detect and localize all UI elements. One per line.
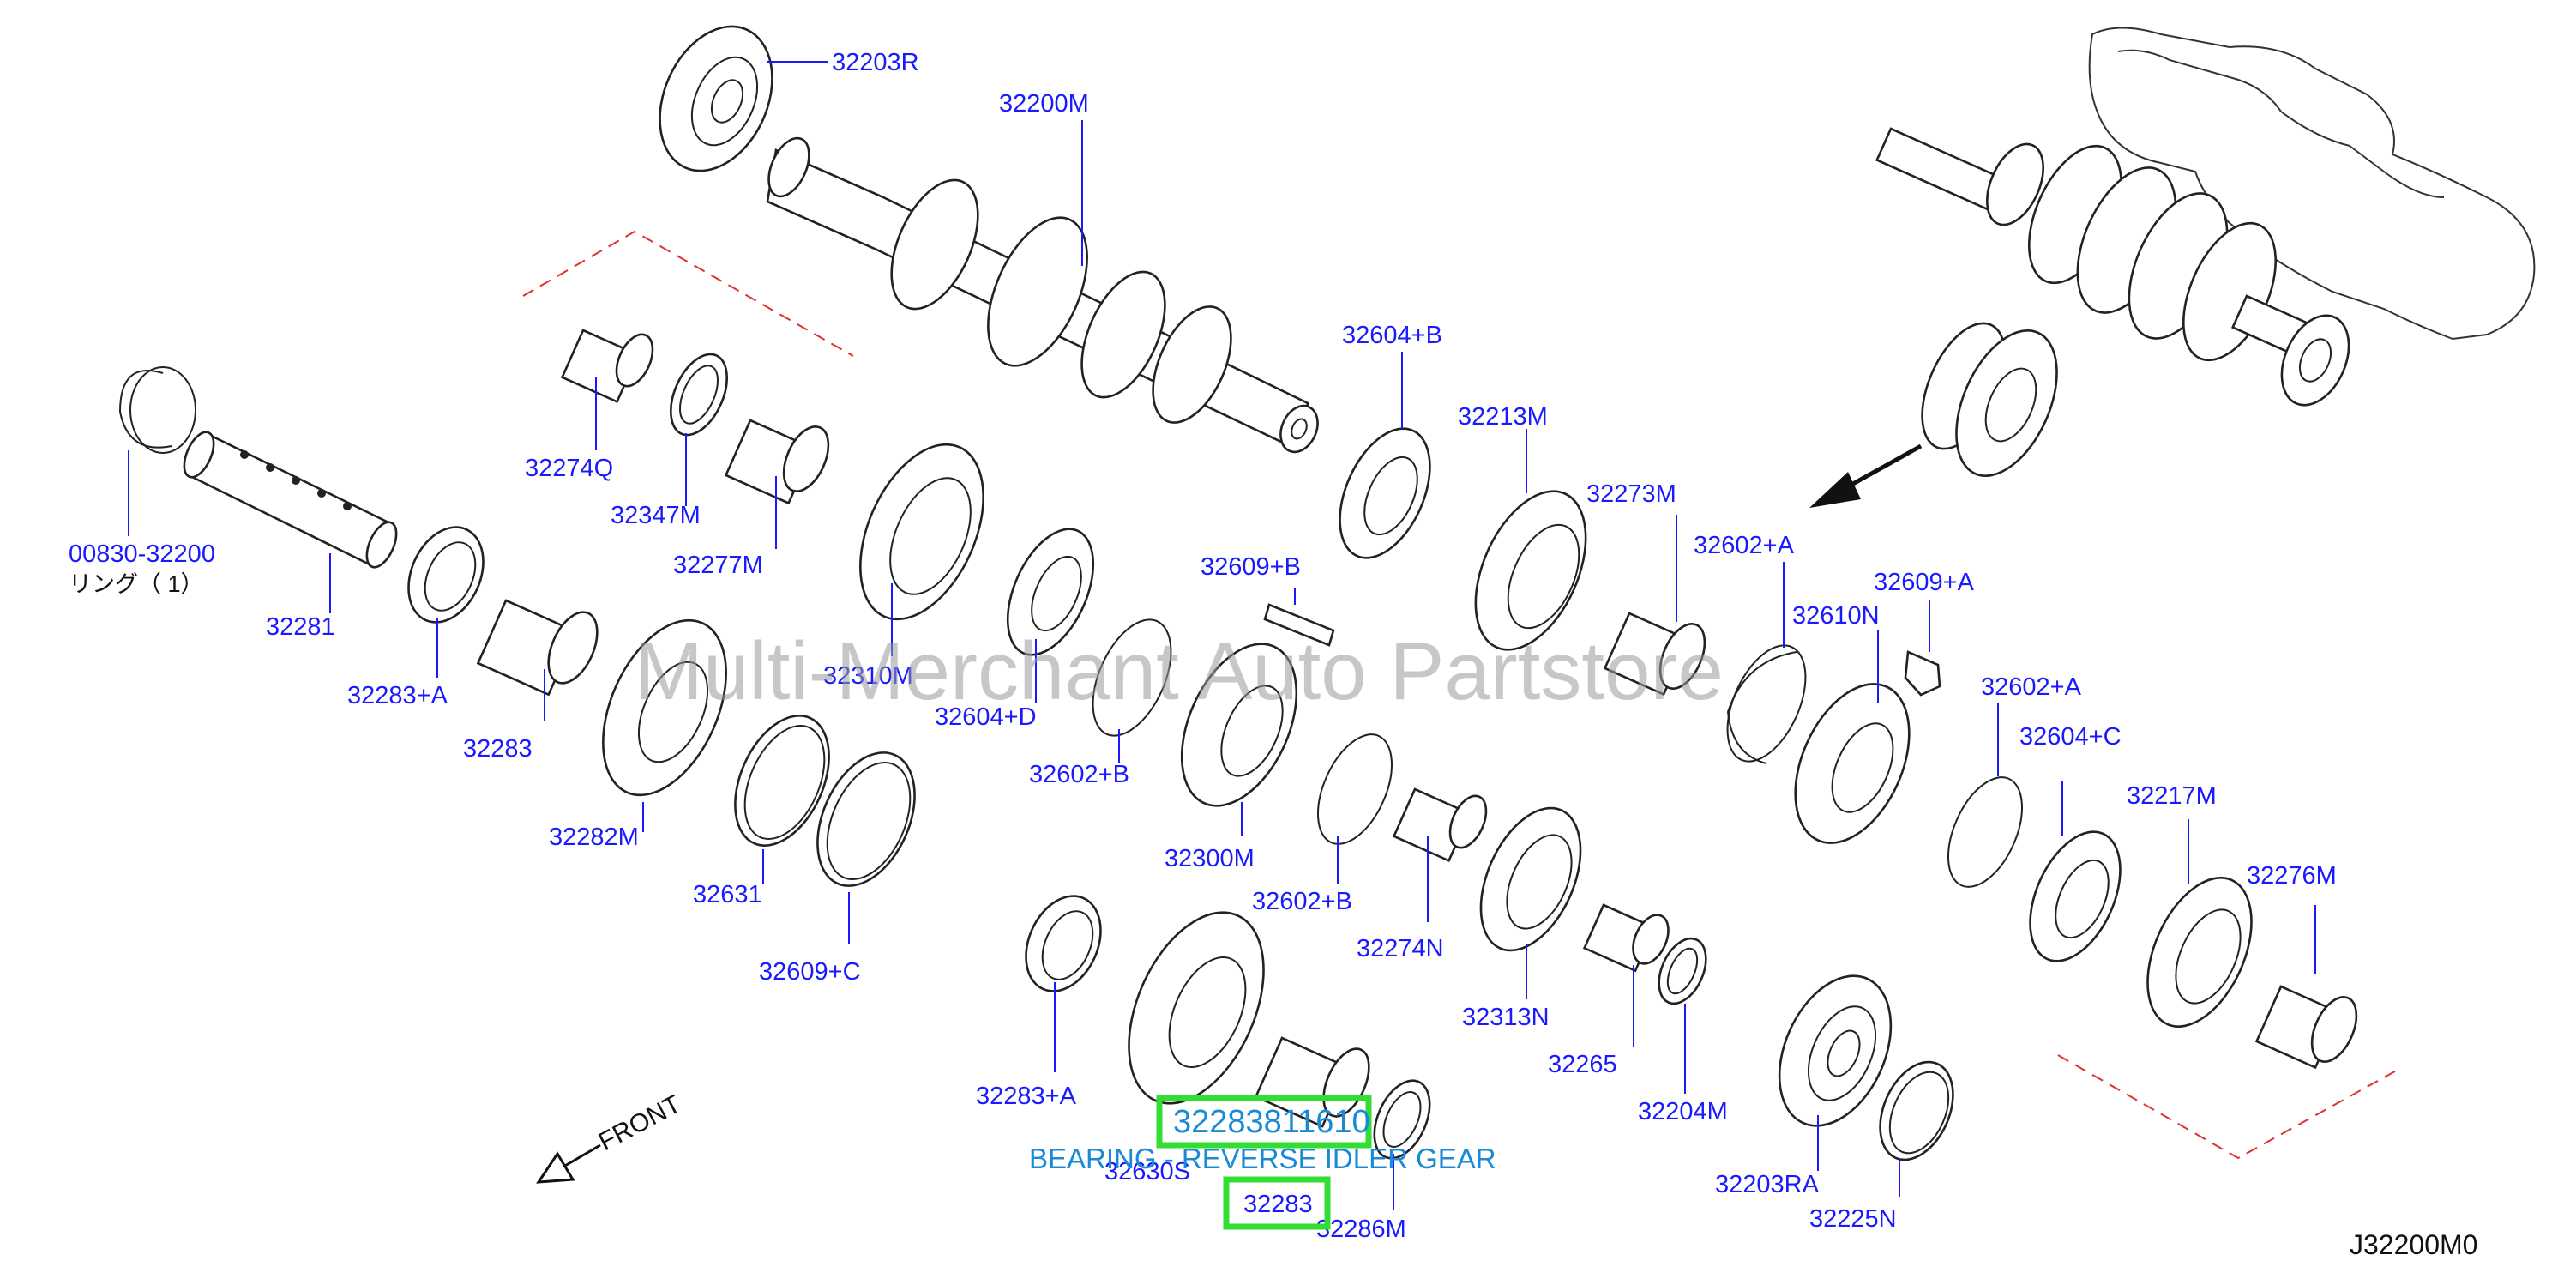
- label-32283-1[interactable]: 32283: [463, 735, 533, 763]
- washer-32286M: [1373, 1079, 1431, 1160]
- gear-32610N: [1794, 683, 1911, 844]
- gear-32300M: [1180, 643, 1298, 807]
- label-32313N[interactable]: 32313N: [1462, 1004, 1550, 1031]
- main-shaft-32200M: [766, 136, 1319, 454]
- snap-ring-32602+B-lower: [1317, 733, 1393, 845]
- label-32204M[interactable]: 32204M: [1638, 1098, 1728, 1125]
- leader-lines: [128, 61, 2316, 1210]
- label-32286M[interactable]: 32286M: [1316, 1216, 1406, 1243]
- label-32609+C[interactable]: 32609+C: [759, 958, 861, 986]
- washer-32347M: [670, 353, 728, 437]
- label-32225N[interactable]: 32225N: [1809, 1205, 1897, 1233]
- diagram-code: J32200M0: [2350, 1229, 2477, 1260]
- ring-32609+C: [816, 751, 916, 887]
- label-32609+B[interactable]: 32609+B: [1201, 553, 1301, 581]
- hub-32604+C: [2029, 830, 2122, 962]
- seal-32283+A-lower: [1025, 895, 1102, 992]
- label-32217M[interactable]: 32217M: [2127, 782, 2217, 810]
- gear-32217M: [2146, 877, 2253, 1028]
- label-32604+D[interactable]: 32604+D: [935, 703, 1037, 731]
- dashed-frame-bottom-right: [2057, 1054, 2402, 1160]
- key-32609+B: [1263, 603, 1335, 647]
- label-32300M[interactable]: 32300M: [1165, 845, 1255, 872]
- label-32347M[interactable]: 32347M: [611, 502, 701, 529]
- label-32609+A[interactable]: 32609+A: [1874, 569, 1975, 596]
- idler-gear-cluster-view: [1921, 322, 2058, 477]
- needle-bearing-32283-top: [476, 599, 599, 697]
- gear-32213M: [1474, 490, 1587, 651]
- bearing-32203RA: [1778, 974, 1893, 1127]
- label-32602+B-2[interactable]: 32602+B: [1252, 888, 1352, 915]
- hub-32604+B: [1339, 427, 1431, 559]
- label-32610N[interactable]: 32610N: [1792, 602, 1880, 630]
- sleeve-32313N: [1479, 806, 1582, 952]
- snap-ring-00830-32200: [118, 366, 196, 454]
- label-32273M[interactable]: 32273M: [1586, 480, 1676, 508]
- dashed-frame-top-left: [522, 230, 854, 357]
- highlighted-part[interactable]: 32283811610 BEARING - REVERSE IDLER GEAR…: [1029, 1095, 1496, 1230]
- shaft-32281: [183, 431, 398, 569]
- label-00830-32200[interactable]: 00830-32200: [69, 540, 215, 568]
- front-label: FRONT: [594, 1090, 686, 1157]
- gear-32310M: [859, 443, 984, 621]
- ring-label: リング（ 1）: [69, 571, 204, 597]
- snap-ring-32602+A-lower: [1947, 776, 2023, 888]
- label-32604+B[interactable]: 32604+B: [1342, 322, 1442, 349]
- watermark: Multi-Merchant Auto Partstore: [635, 625, 1724, 717]
- label-32283+A-2[interactable]: 32283+A: [976, 1083, 1077, 1110]
- key-32609+A: [1904, 650, 1941, 697]
- label-32602+A-2[interactable]: 32602+A: [1981, 673, 2082, 701]
- highlight-part-number[interactable]: 32283811610: [1173, 1104, 1370, 1140]
- label-32604+C[interactable]: 32604+C: [2019, 723, 2122, 751]
- needle-bearing-32277M: [724, 419, 830, 505]
- label-32274Q[interactable]: 32274Q: [525, 455, 613, 482]
- label-32631[interactable]: 32631: [693, 881, 762, 908]
- highlight-box-part-number: [1156, 1095, 1372, 1149]
- seal-32283+A-top: [407, 526, 485, 624]
- label-32630S[interactable]: 32630S: [1104, 1158, 1190, 1186]
- label-32200M[interactable]: 32200M: [999, 90, 1089, 118]
- label-32265[interactable]: 32265: [1548, 1051, 1617, 1078]
- snap-ring-32602+B-upper: [1092, 618, 1172, 737]
- label-32203R[interactable]: 32203R: [832, 49, 919, 76]
- part-labels: 32203R 32200M 32604+B 32213M 32273M 3260…: [69, 49, 2337, 1243]
- label-32282M[interactable]: 32282M: [549, 824, 639, 851]
- washer-32225N: [1879, 1060, 1954, 1161]
- label-32283+A-1[interactable]: 32283+A: [347, 682, 448, 709]
- needle-bearing-32273M: [1603, 612, 1706, 697]
- label-32274N[interactable]: 32274N: [1357, 935, 1444, 962]
- bushing-32274Q: [560, 329, 654, 404]
- highlight-box-ref: [1223, 1176, 1331, 1230]
- label-32281[interactable]: 32281: [266, 613, 335, 641]
- highlight-ref[interactable]: 32283: [1243, 1191, 1313, 1218]
- front-arrow-icon: [536, 1143, 601, 1184]
- label-32602+A-1[interactable]: 32602+A: [1694, 532, 1795, 559]
- label-32310M[interactable]: 32310M: [823, 662, 913, 690]
- label-32203RA[interactable]: 32203RA: [1715, 1171, 1820, 1198]
- bushing-32265: [1582, 903, 1670, 973]
- label-32213M[interactable]: 32213M: [1458, 403, 1548, 431]
- label-32276M[interactable]: 32276M: [2247, 862, 2337, 890]
- snap-ring-32602+A-top: [1726, 644, 1807, 764]
- ring-32631: [734, 715, 830, 847]
- highlight-description: BEARING - REVERSE IDLER GEAR: [1029, 1143, 1496, 1174]
- needle-bearing-32276M: [2254, 985, 2358, 1070]
- hub-32604+D: [1006, 528, 1095, 656]
- label-32602+B-1[interactable]: 32602+B: [1029, 761, 1129, 788]
- gear-32282M: [602, 618, 727, 797]
- reverse-idler-gear: [1128, 911, 1265, 1105]
- bushing-32274N: [1392, 787, 1488, 863]
- bearing-32203R: [659, 25, 773, 172]
- label-32277M[interactable]: 32277M: [673, 552, 763, 579]
- direction-arrow: [1809, 443, 1923, 508]
- transmission-case-outline: [2088, 27, 2536, 341]
- washer-32204M: [1658, 937, 1707, 1005]
- assembled-shaft-view: [1875, 127, 2350, 407]
